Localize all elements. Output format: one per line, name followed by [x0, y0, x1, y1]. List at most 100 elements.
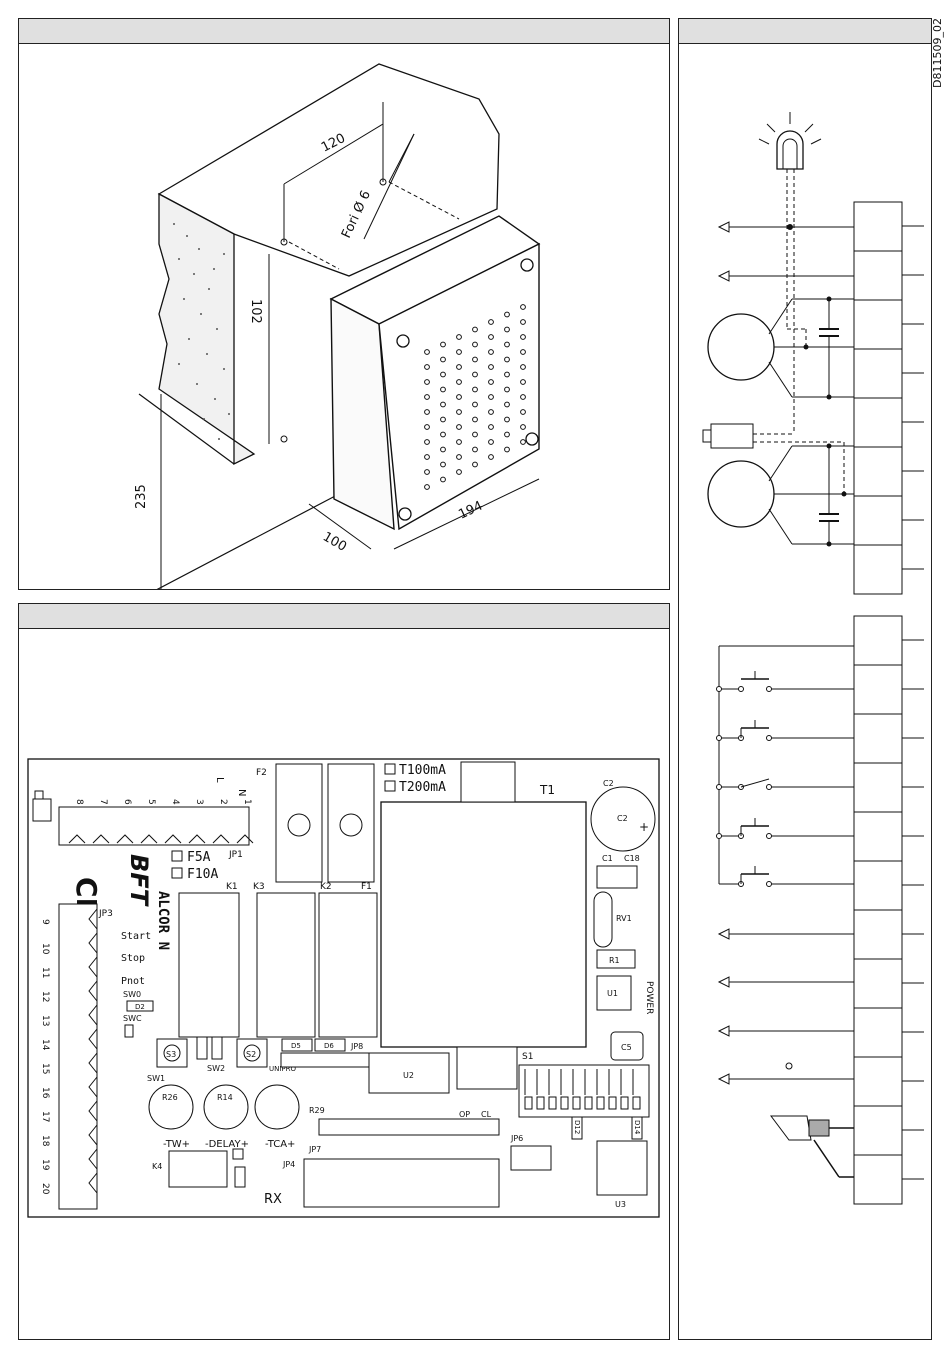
dim-ground-label: 235	[134, 484, 149, 509]
c2-plus: +	[639, 820, 649, 834]
vent-hole	[520, 439, 526, 445]
terminal-cell	[853, 1105, 903, 1156]
terminal-cell	[853, 250, 903, 301]
r14-label: R14	[217, 1093, 233, 1102]
terminal-n-label: N	[236, 789, 247, 796]
left-terminal-number: 17	[40, 1111, 50, 1122]
t1-label: T1	[539, 783, 555, 797]
swc-label: SWC	[123, 1014, 142, 1023]
vent-hole	[504, 311, 510, 318]
u1-label: U1	[607, 989, 618, 998]
r26-label: R26	[162, 1093, 178, 1102]
op-label: OP	[459, 1110, 470, 1119]
vent-hole	[504, 446, 510, 453]
vent-hole	[504, 341, 510, 348]
d2-label: D2	[135, 1003, 145, 1011]
terminal-cell	[853, 811, 903, 862]
dim-height-label: 102	[248, 299, 263, 324]
vent-hole	[440, 416, 446, 423]
trimmer-delay-label: -DELAY+	[205, 1139, 249, 1150]
vent-hole	[424, 394, 430, 400]
motor-1-icon	[707, 313, 775, 381]
fuse-option-f5a: F5A	[187, 850, 211, 865]
d12-label: D12	[573, 1120, 581, 1134]
left-terminal-number: 20	[40, 1183, 50, 1195]
left-terminal-number: 12	[40, 991, 50, 1002]
r1-label: R1	[609, 956, 620, 965]
rv1-label: RV1	[616, 914, 632, 923]
fuse-f2-label: F2	[256, 768, 267, 778]
vent-hole	[424, 409, 430, 415]
jp6-label: JP6	[510, 1134, 523, 1143]
vent-hole	[424, 364, 430, 370]
s1-label: S1	[522, 1052, 533, 1062]
s3-label: S3	[166, 1050, 176, 1059]
top-terminal-number: 5	[146, 799, 156, 805]
board-panel-header	[19, 604, 669, 629]
vent-hole	[456, 334, 462, 340]
relay-k2	[318, 892, 378, 1038]
terminal-cell	[853, 615, 903, 666]
vent-hole	[520, 349, 526, 355]
vent-hole	[440, 446, 446, 453]
vent-hole	[456, 379, 462, 385]
vent-hole	[440, 371, 446, 378]
vent-hole	[472, 386, 478, 393]
d6-label: D6	[324, 1042, 334, 1050]
fuse-option-f10a: F10A	[187, 867, 218, 882]
vent-hole	[520, 424, 526, 430]
left-terminal-number: 9	[40, 919, 50, 925]
jp8-label: JP8	[350, 1042, 363, 1051]
vent-hole	[520, 319, 526, 325]
terminal-l-label: L	[214, 777, 225, 783]
r29-label: R29	[309, 1106, 325, 1115]
fuse-holder-1	[275, 763, 323, 883]
top-terminal-number: 6	[122, 799, 132, 805]
relay-k2-label: K2	[320, 882, 332, 892]
capacitor-c2	[590, 786, 656, 852]
top-terminal-number: 4	[170, 799, 180, 805]
rx-label: RX	[264, 1192, 282, 1207]
vent-hole	[504, 431, 510, 438]
terminal-cell	[853, 446, 903, 497]
wiring-diagram	[702, 112, 924, 1205]
vent-hole	[440, 476, 446, 483]
vent-hole	[504, 326, 510, 333]
trimmer-r14	[203, 1084, 249, 1130]
fuse-option-t200: T200mA	[399, 780, 446, 795]
vent-hole	[488, 319, 494, 325]
left-terminal-number: 19	[40, 1159, 50, 1171]
c18-label: C18	[624, 854, 640, 863]
dim-depth-label: 100	[320, 529, 349, 554]
motor-2-icon	[707, 460, 775, 528]
relay-k4-label: K4	[152, 1162, 162, 1171]
relay-k1	[178, 892, 240, 1038]
vent-hole	[424, 379, 430, 385]
terminal-cell	[853, 664, 903, 715]
terminal-cell	[853, 1154, 903, 1205]
jp4-label: JP4	[282, 1160, 295, 1169]
terminal-cell	[853, 201, 903, 252]
vent-hole	[440, 461, 446, 468]
unipro-label: UNIPRO	[269, 1065, 297, 1073]
vent-hole	[488, 334, 494, 340]
mounting-panel: 120 Fori Ø 6 102 235 100 194	[18, 18, 670, 590]
vent-hole	[520, 409, 526, 415]
u3-label: U3	[615, 1200, 626, 1209]
vent-hole	[440, 386, 446, 393]
vent-hole	[488, 349, 494, 355]
vent-hole	[456, 439, 462, 445]
vent-hole	[488, 424, 494, 430]
upper-terminal-block	[853, 201, 924, 595]
enclosure-box	[329, 215, 541, 531]
c2-label: C2	[617, 814, 628, 823]
vent-hole	[424, 424, 430, 430]
varistor-rv1	[593, 891, 613, 948]
terminal-cell	[853, 299, 903, 350]
d14-label: D14	[633, 1120, 641, 1135]
top-terminal-number: 7	[98, 799, 108, 805]
terminal-cell	[853, 713, 903, 764]
vent-hole	[488, 454, 494, 460]
